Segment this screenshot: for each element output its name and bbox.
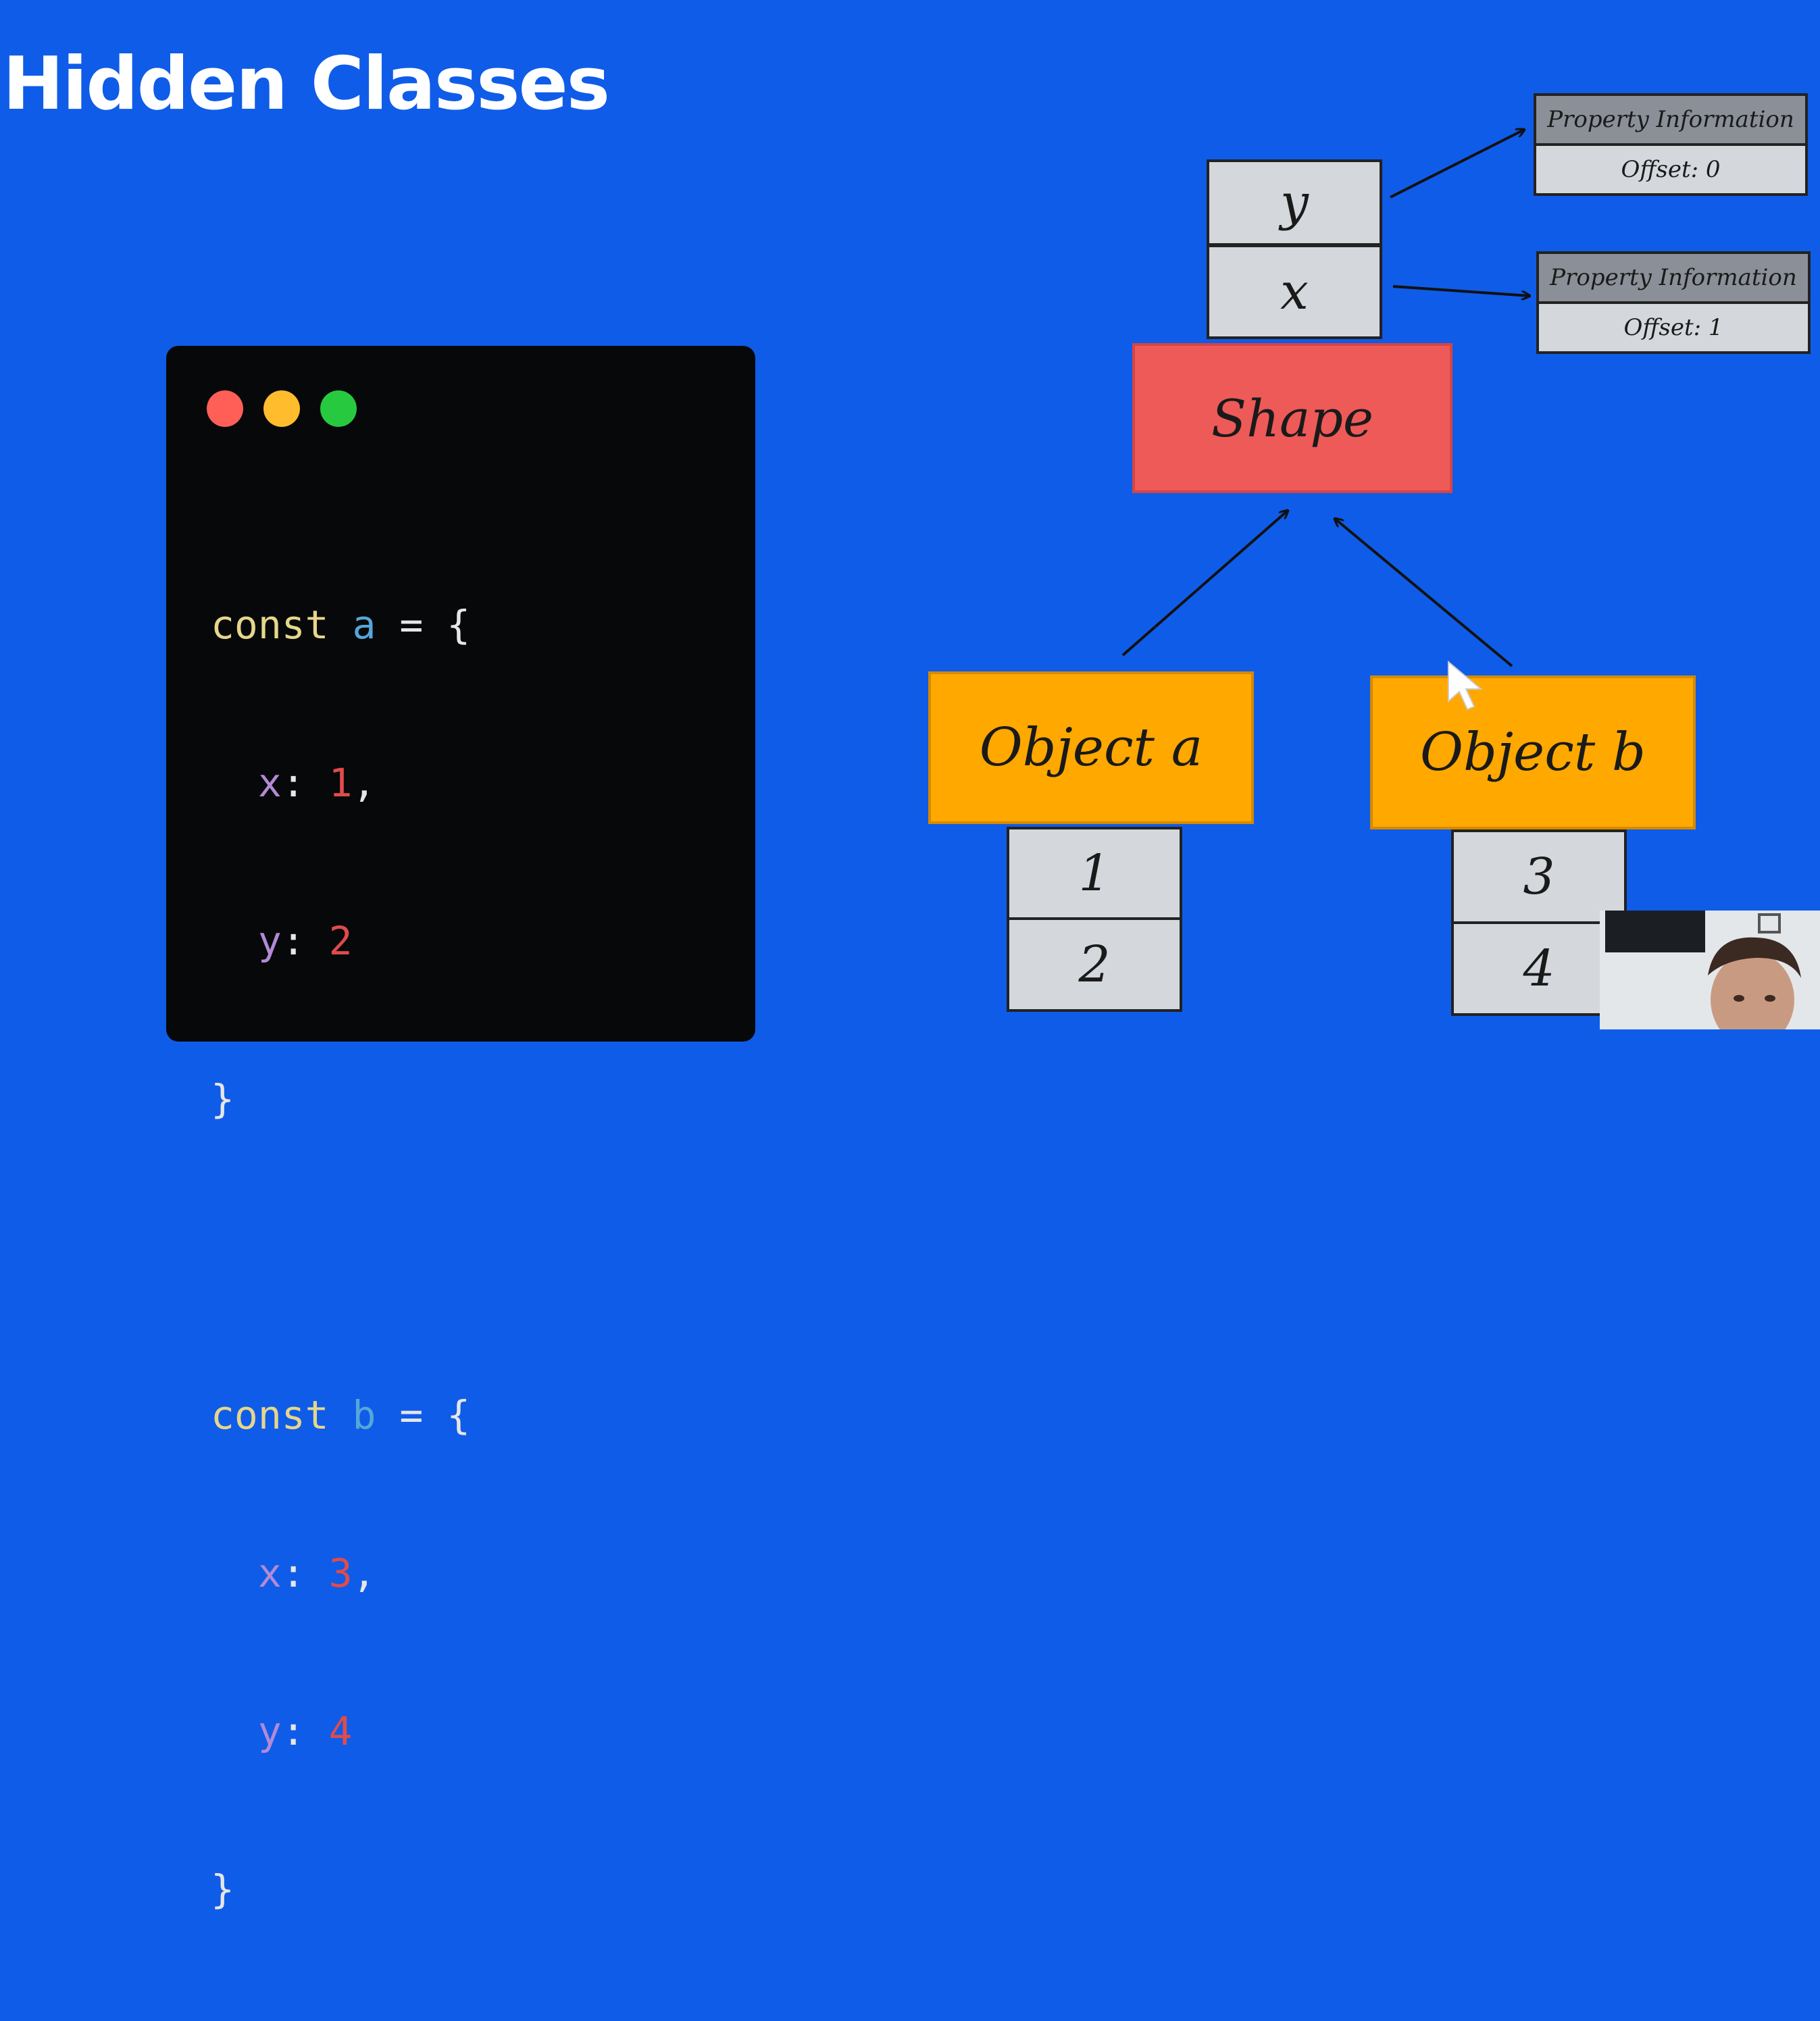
presenter-video-icon	[1600, 911, 1820, 1029]
object-b-value-x: 3	[1451, 829, 1627, 924]
object-a-box: Object a	[928, 671, 1254, 824]
code-line: }	[211, 1076, 234, 1122]
code-line: x: 1,	[257, 760, 376, 806]
code-line: y: 2	[257, 918, 353, 964]
window-maximize-dot	[320, 390, 357, 427]
arrow-object-a-to-shape	[1121, 511, 1288, 657]
object-a-value-y: 2	[1007, 917, 1182, 1012]
code-number: 1	[328, 760, 353, 806]
object-b-value-y: 4	[1451, 921, 1627, 1016]
code-variable: a	[352, 602, 376, 648]
arrow-object-b-to-shape	[1335, 519, 1513, 667]
code-property: x	[257, 1550, 282, 1596]
object-a-value-x: 1	[1007, 827, 1182, 920]
code-line: const a = {	[211, 602, 471, 648]
code-number: 4	[328, 1708, 353, 1754]
code-number: 2	[328, 918, 353, 964]
property-info-offset: Offset: 0	[1534, 146, 1808, 196]
shape-prop-x: x	[1207, 245, 1382, 339]
code-line: const b = {	[211, 1392, 471, 1438]
slide-title: Hidden Classes	[3, 42, 610, 126]
property-info-offset: Offset: 1	[1536, 304, 1811, 354]
shape-box: Shape	[1132, 343, 1452, 493]
webcam-overlay	[1600, 911, 1820, 1029]
diagram-arrows	[1121, 0, 1820, 667]
property-info-header: Property Information	[1536, 251, 1811, 304]
object-b-box: Object b	[1370, 675, 1696, 829]
code-variable: b	[352, 1392, 376, 1438]
property-info-header: Property Information	[1534, 93, 1808, 146]
code-window: const a = { x: 1, y: 2 } const b = { x: …	[166, 346, 755, 1912]
code-line: }	[211, 1866, 234, 1912]
window-minimize-dot	[263, 390, 300, 427]
window-close-dot	[207, 390, 243, 427]
code-keyword: const	[211, 602, 329, 648]
code-property: x	[257, 760, 282, 806]
code-line: x: 3,	[257, 1550, 376, 1596]
code-line: y: 4	[257, 1708, 353, 1754]
mouse-cursor-icon	[1448, 660, 1483, 711]
arrow-y-to-offset0	[1390, 130, 1524, 199]
code-keyword: const	[211, 1392, 329, 1438]
shape-prop-y: y	[1207, 159, 1382, 246]
arrow-x-to-offset1	[1392, 285, 1530, 296]
code-property: y	[257, 1708, 282, 1754]
code-property: y	[257, 918, 282, 964]
code-number: 3	[328, 1550, 353, 1596]
